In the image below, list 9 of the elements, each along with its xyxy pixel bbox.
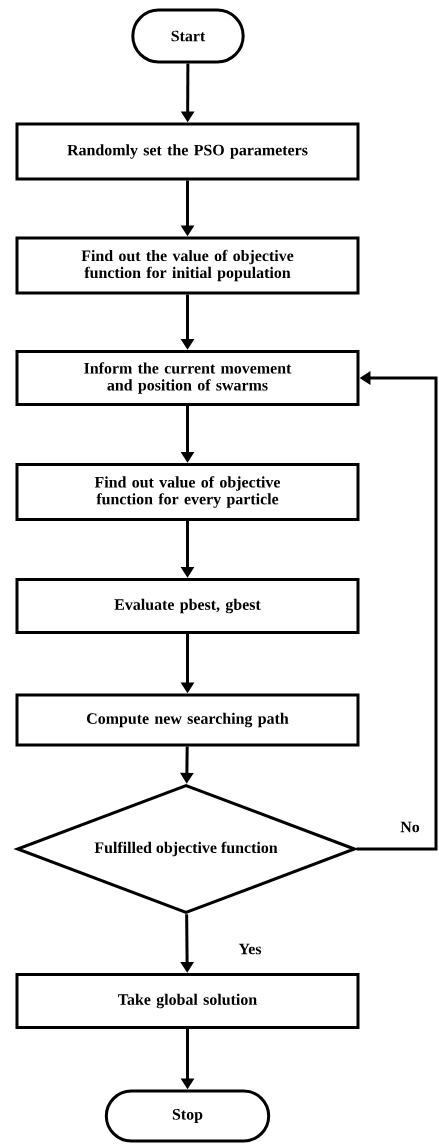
process-box: Evaluate pbest, gbest (15, 578, 360, 634)
process-box: Compute new searching path (15, 693, 360, 747)
edge-label: No (399, 820, 421, 834)
process-box: Find out the value of objective function for initial population (15, 236, 360, 295)
process-box: Randomly set the PSO parameters (15, 122, 360, 181)
process-box: Take global solution (15, 973, 360, 1029)
process-box: Inform the current movement and position of swarms (15, 350, 360, 406)
process-box: Find out value of objective function for every particle (15, 463, 360, 521)
edge-label: Yes (237, 942, 263, 956)
